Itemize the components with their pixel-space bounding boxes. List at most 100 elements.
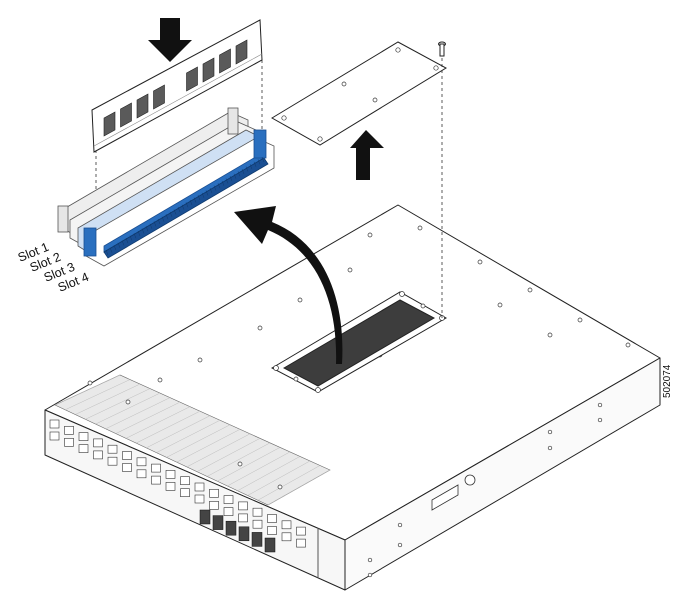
socket-pin [217, 183, 221, 189]
memory-chip [219, 48, 231, 74]
socket-pin [237, 171, 241, 177]
socket-pin [173, 209, 177, 215]
vent-line [95, 392, 161, 425]
socket-pin [149, 223, 153, 229]
sfp-port [199, 509, 211, 525]
screw-hole [597, 417, 603, 423]
port [78, 444, 89, 453]
screw-hole [577, 317, 583, 323]
screw-hole [347, 267, 353, 273]
memory-chip [120, 102, 132, 128]
chassis-side-face [344, 357, 661, 591]
vent-line [207, 442, 271, 477]
screw-hole [297, 297, 303, 303]
vent-line [196, 438, 261, 472]
port [107, 456, 118, 466]
socket-pin [125, 237, 129, 244]
memory-chip [235, 39, 248, 65]
sfp-port [264, 537, 276, 553]
port [223, 507, 234, 516]
port [49, 419, 60, 429]
socket-pin [133, 233, 137, 239]
memory-chip [186, 66, 198, 92]
port [64, 437, 74, 447]
screw-hole [397, 522, 403, 528]
sfp-port [238, 526, 250, 542]
socket-pin [209, 187, 213, 194]
socket-pin [185, 202, 189, 208]
up-arrow-icon [350, 130, 384, 180]
socket-pin [177, 206, 181, 213]
screw-hole [397, 542, 403, 548]
dimm-socket-array [57, 107, 275, 267]
screw-hole [527, 287, 533, 293]
port [93, 450, 103, 460]
socket-pin [129, 235, 133, 241]
port [180, 476, 190, 486]
port [252, 507, 263, 517]
vent-line [105, 397, 171, 430]
vent-line [257, 465, 321, 501]
socket-pin [181, 204, 185, 210]
port [238, 501, 248, 511]
vent-line [166, 424, 231, 458]
port [281, 532, 292, 542]
port [165, 470, 176, 479]
screw-icon [438, 41, 446, 57]
port [209, 500, 219, 510]
port [267, 514, 277, 523]
vent-line [54, 374, 121, 406]
access-cover-plate [271, 41, 448, 146]
vent-line [85, 388, 151, 420]
slot-labels: Slot 1 Slot 2 Slot 3 Slot 4 [16, 240, 91, 295]
port [107, 444, 118, 454]
memory-chip [136, 93, 149, 119]
vent-line [176, 429, 241, 463]
screw-hole [625, 342, 631, 348]
port [267, 526, 277, 535]
vent-line [65, 379, 131, 410]
curved-arrow-icon [234, 206, 343, 364]
vent-line [186, 433, 251, 468]
vent-line [75, 383, 141, 415]
port [165, 482, 176, 491]
screw-hole [497, 302, 503, 308]
vent-line [146, 415, 211, 449]
socket-pin [241, 168, 245, 175]
port [49, 431, 60, 441]
socket-pin [137, 230, 141, 237]
top-vent-mesh [54, 374, 331, 506]
port [281, 520, 292, 530]
socket-pin [205, 190, 209, 196]
port [238, 513, 248, 523]
port [223, 495, 234, 504]
screw-hole [597, 402, 603, 408]
vent-line [247, 460, 311, 496]
screw-hole [417, 225, 423, 231]
sfp-port [251, 532, 263, 547]
socket-pin [229, 175, 233, 182]
socket-pin [105, 249, 109, 256]
socket-pin [249, 164, 253, 170]
socket-pin [121, 240, 125, 246]
vent-line [156, 420, 221, 453]
socket-pin [165, 214, 169, 220]
screw-hole [237, 461, 243, 467]
screw-hole [197, 357, 203, 363]
socket-pin [153, 221, 157, 227]
memory-chip [153, 84, 165, 110]
port [151, 463, 161, 473]
port [252, 519, 263, 529]
memory-chip [202, 57, 215, 83]
screw-hole [87, 380, 93, 386]
socket-pin [233, 173, 237, 179]
memory-access-opening [270, 291, 448, 393]
port [78, 432, 89, 441]
screw-hole [547, 429, 553, 435]
socket-pin [221, 180, 225, 186]
port [194, 494, 205, 504]
socket-pin [197, 195, 201, 201]
port [151, 475, 161, 485]
vent-line [237, 456, 301, 491]
